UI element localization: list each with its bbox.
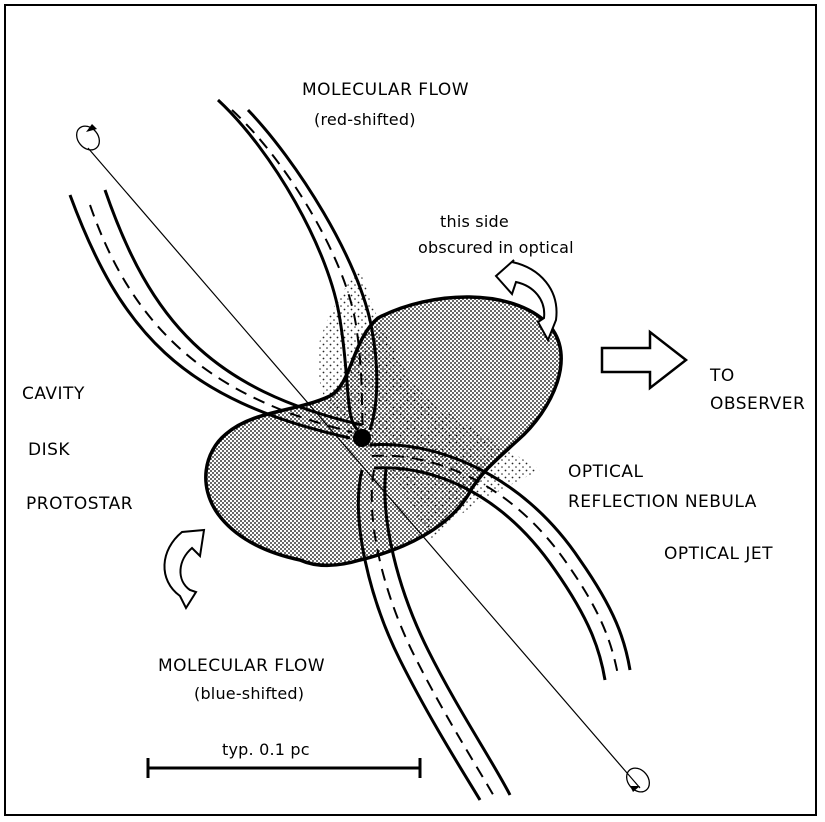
rotation-arrow-lower <box>164 530 204 608</box>
label-disk: DISK <box>28 442 70 459</box>
label-to: TO <box>710 368 735 385</box>
scale-bar <box>148 758 420 778</box>
label-reflection-nebula: REFLECTION NEBULA <box>568 494 757 511</box>
label-red-shifted: (red-shifted) <box>314 112 416 128</box>
rotation-symbol-bottom <box>622 764 654 797</box>
label-protostar: PROTOSTAR <box>26 496 133 513</box>
to-observer-arrow <box>602 332 686 388</box>
label-molecular-flow-red: MOLECULAR FLOW <box>302 82 469 99</box>
label-molecular-flow-blue: MOLECULAR FLOW <box>158 658 325 675</box>
label-observer: OBSERVER <box>710 396 805 413</box>
label-optical-jet: OPTICAL JET <box>664 546 773 563</box>
label-optical: OPTICAL <box>568 464 644 481</box>
rotation-symbol-top <box>72 122 104 155</box>
label-obscured-in-optical: obscured in optical <box>418 240 574 256</box>
label-cavity: CAVITY <box>22 386 85 403</box>
label-blue-shifted: (blue-shifted) <box>194 686 304 702</box>
label-this-side: this side <box>440 214 509 230</box>
label-scale: typ. 0.1 pc <box>222 742 310 758</box>
protostar <box>353 429 371 447</box>
